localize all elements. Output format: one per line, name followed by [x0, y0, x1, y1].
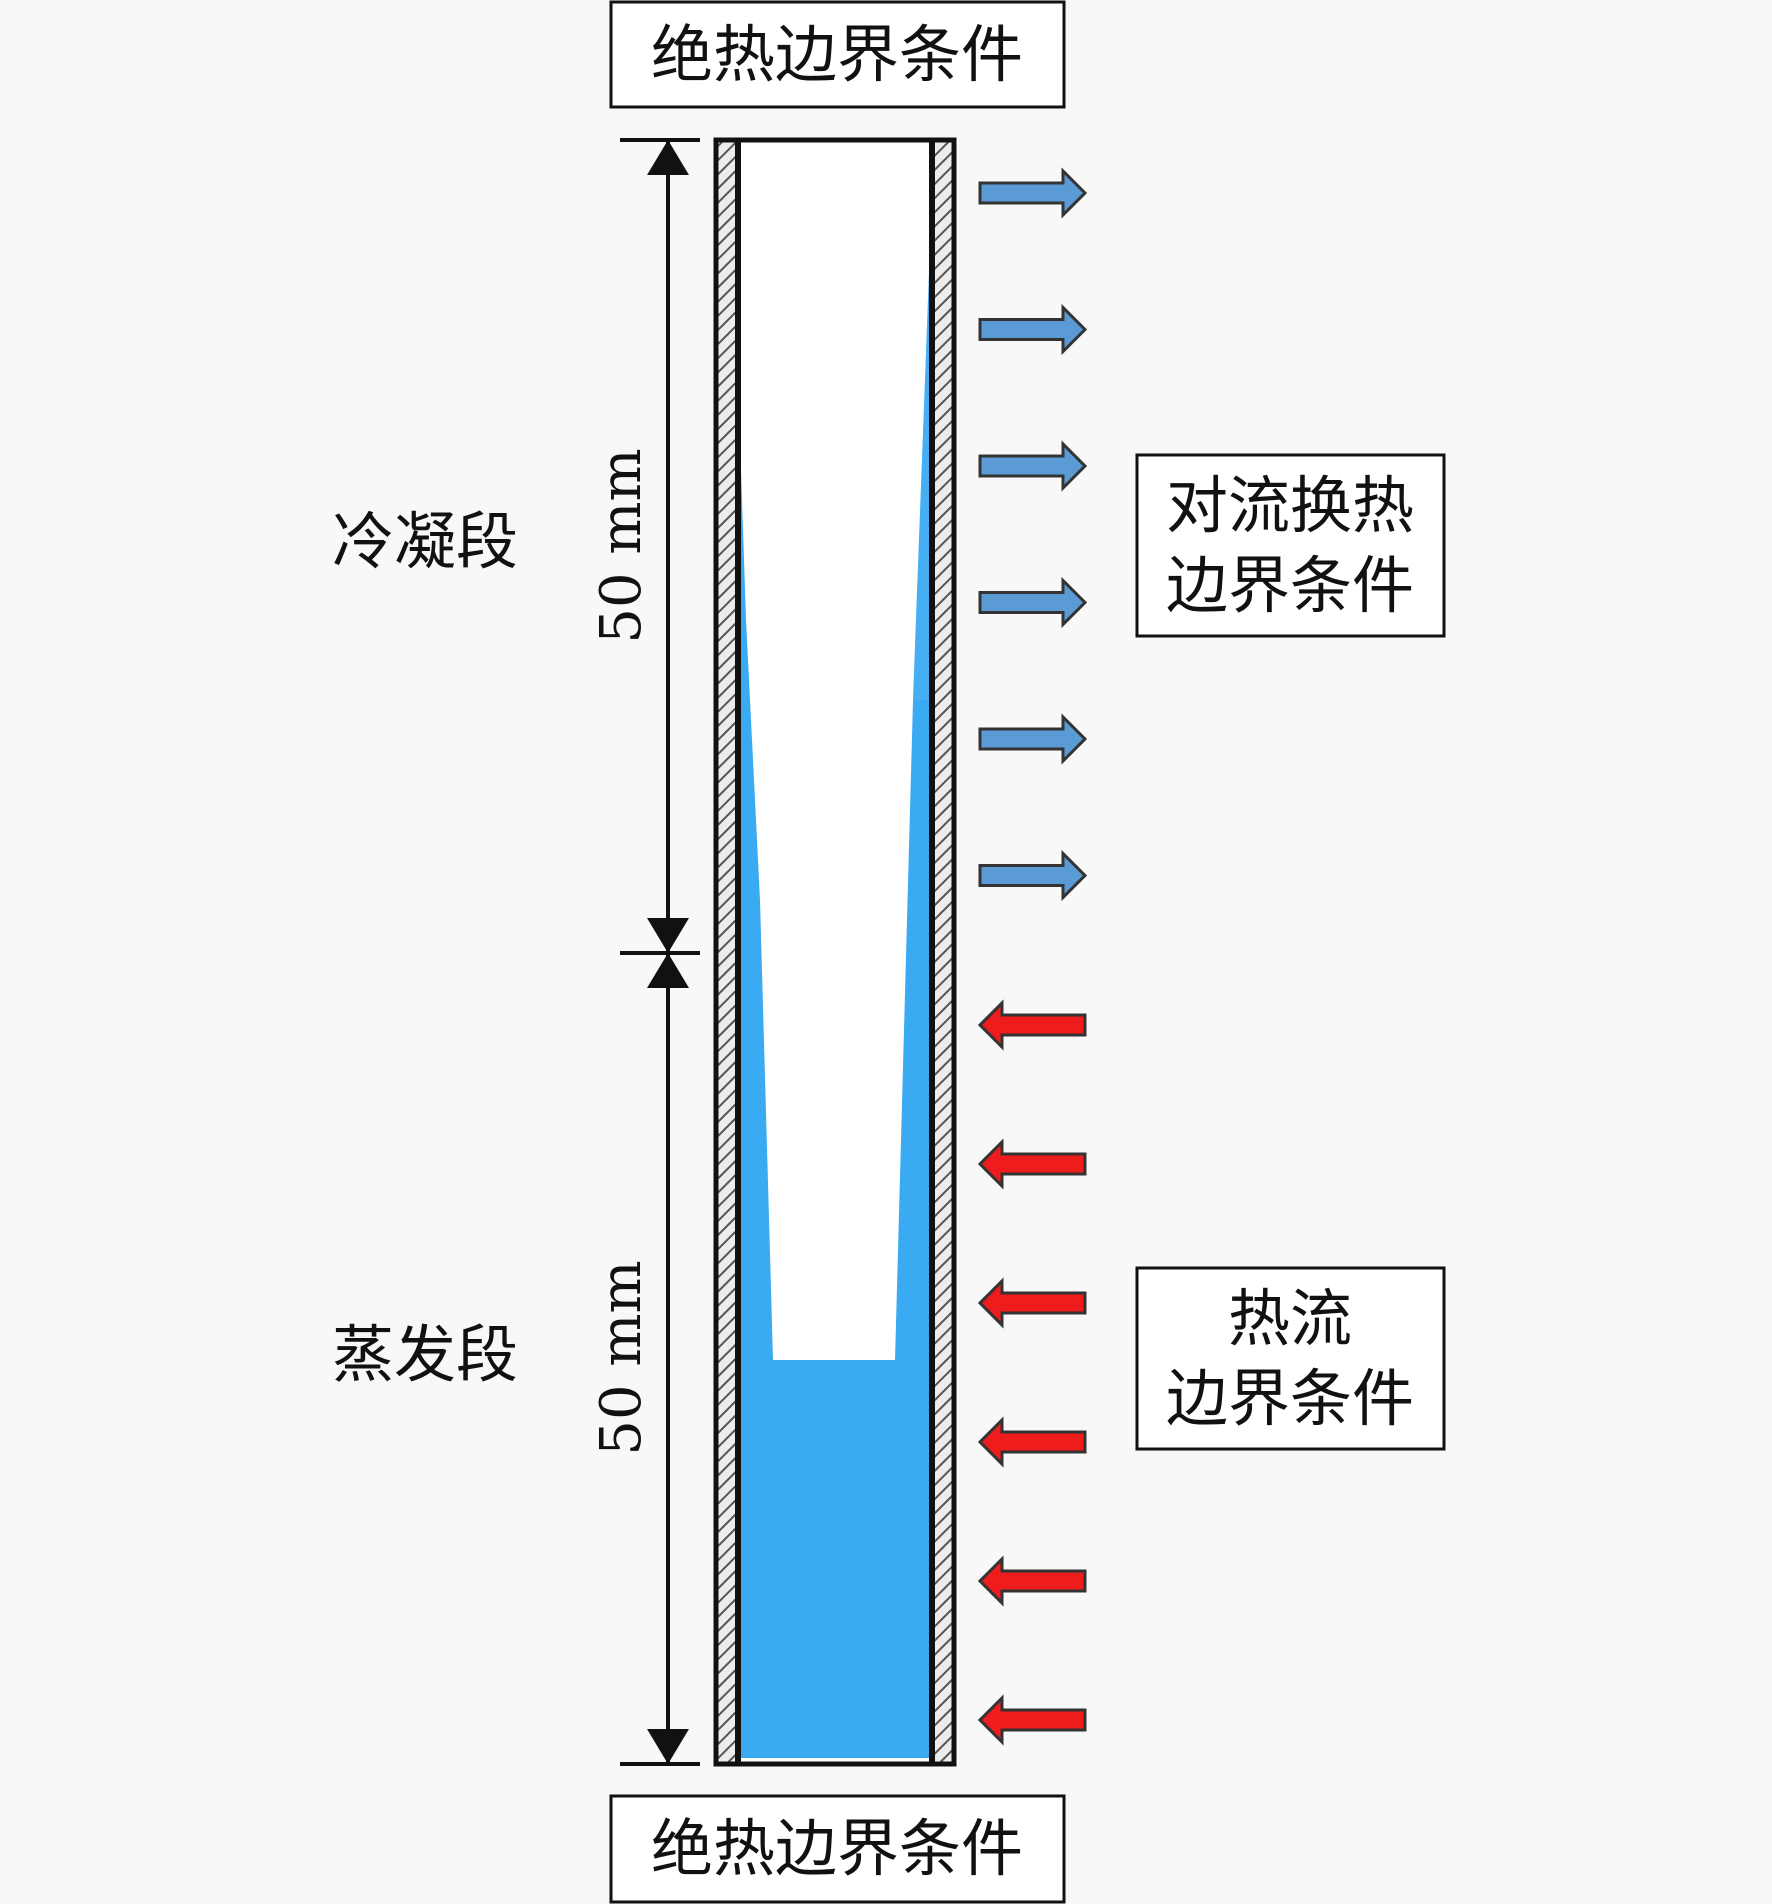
- condenser-section-label: 冷凝段: [332, 505, 518, 578]
- heat-flux-arrow-1: [977, 999, 1087, 1051]
- heat-flux-arrow-3: [977, 1277, 1087, 1329]
- heat-flux-arrow-5: [977, 1555, 1087, 1607]
- convection-arrow-3: [978, 440, 1088, 492]
- heat-flux-arrow-4: [977, 1416, 1087, 1468]
- top-adiabatic-boundary-box: 绝热边界条件: [609, 0, 1066, 109]
- convection-arrow-6: [978, 849, 1088, 902]
- convection-arrow-4: [978, 576, 1088, 629]
- evaporator-section-label: 蒸发段: [332, 1318, 518, 1391]
- condenser-length-label: 50 mm: [589, 448, 654, 643]
- heat-pipe: [713, 137, 957, 1767]
- top-boundary-label: 绝热边界条件: [651, 18, 1023, 91]
- convection-arrow-2: [978, 303, 1088, 356]
- evaporator-dim-arrow-bottom: [647, 1729, 689, 1764]
- pipe-outline: [713, 137, 957, 1767]
- bottom-adiabatic-boundary-box: 绝热边界条件: [609, 1794, 1066, 1904]
- heat-flux-arrow-2: [977, 1138, 1087, 1190]
- convection-arrows: [978, 167, 1088, 902]
- heat-flux-boundary-line1: 热流: [1228, 1282, 1352, 1355]
- liquid-region: [740, 220, 931, 1758]
- heat-flux-arrows: [977, 999, 1087, 1746]
- bottom-boundary-label: 绝热边界条件: [651, 1812, 1023, 1885]
- heat-flux-boundary-line2: 边界条件: [1166, 1362, 1414, 1435]
- convection-boundary-line2: 边界条件: [1166, 549, 1414, 622]
- convection-boundary-line1: 对流换热: [1166, 469, 1414, 542]
- convection-arrow-1: [978, 167, 1088, 219]
- evaporator-dim-arrow-top: [647, 953, 689, 988]
- heat-flux-boundary-box: 热流 边界条件: [1135, 1266, 1446, 1451]
- left-wall: [716, 140, 738, 1764]
- right-wall: [932, 140, 954, 1764]
- evaporator-length-label: 50 mm: [589, 1260, 654, 1455]
- dimension-lines: [620, 138, 700, 1766]
- condenser-dim-arrow-bottom: [647, 918, 689, 953]
- convection-boundary-box: 对流换热 边界条件: [1135, 453, 1446, 638]
- heat-flux-arrow-6: [977, 1694, 1087, 1746]
- convection-arrow-5: [978, 713, 1088, 765]
- condenser-dim-arrow-top: [647, 140, 689, 175]
- dimension-arrowheads: [647, 140, 689, 1764]
